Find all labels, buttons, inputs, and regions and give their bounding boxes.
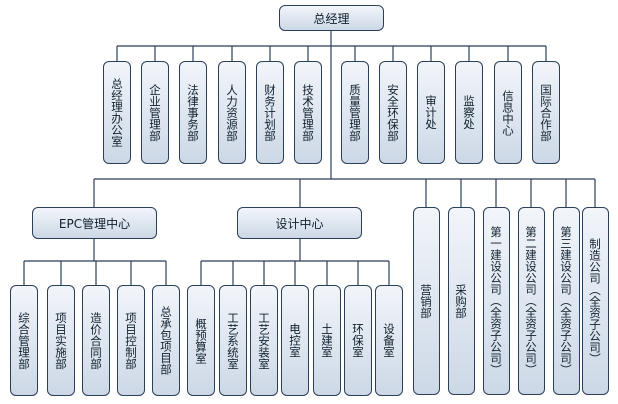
unit-box: 第一建设公司（全资子公司）: [482, 207, 510, 395]
design-sub-department-box: 电控室: [281, 285, 309, 396]
department-box: 质量管理部: [341, 61, 369, 164]
department-box: 财务计划部: [256, 61, 284, 164]
design-sub-department-box: 土建室: [313, 285, 341, 396]
root-node-label: 总经理: [313, 11, 350, 26]
epc-sub-department-box: 造价合同部: [82, 285, 110, 396]
unit-box: 第三建设公司（全资子公司）: [552, 207, 580, 395]
epc-sub-department-box: 综合管理部: [10, 285, 38, 396]
design-sub-department-box-label: 环保室: [351, 323, 365, 358]
design-sub-department-box-label: 设备室: [382, 323, 396, 358]
design-center-label: 设计中心: [275, 216, 324, 231]
design-sub-department-box-label: 概预算室: [194, 317, 208, 364]
unit-box: 第二建设公司（全资子公司）: [517, 207, 545, 395]
department-box-label: 质量管理部: [348, 83, 362, 142]
epc-sub-department-box-label: 综合管理部: [17, 311, 31, 370]
epc-sub-department-box: 总承包项目部: [152, 285, 180, 396]
unit-box-label: 第二建设公司（全资子公司）: [524, 226, 538, 376]
department-box: 审计处: [417, 61, 445, 164]
department-box: 安全环保部: [379, 61, 407, 164]
epc-sub-department-box-label: 总承包项目部: [159, 306, 173, 375]
department-box-label: 企业管理部: [148, 83, 162, 142]
epc-center-label: EPC管理中心: [58, 216, 131, 231]
epc-sub-department-box-label: 造价合同部: [89, 311, 103, 370]
department-box-label: 监察处: [462, 95, 476, 130]
department-box: 监察处: [455, 61, 483, 164]
department-box: 法律事务部: [179, 61, 207, 164]
department-box-label: 法律事务部: [186, 83, 200, 142]
design-sub-department-box: 工艺系统室: [219, 285, 247, 396]
department-box-label: 财务计划部: [263, 83, 277, 142]
design-sub-department-box-label: 工艺系统室: [226, 311, 240, 370]
unit-box-label: 第一建设公司（全资子公司）: [489, 226, 503, 376]
design-sub-department-box: 概预算室: [187, 285, 215, 396]
design-sub-department-box-label: 土建室: [320, 323, 334, 358]
department-box-label: 国际合作部: [539, 83, 553, 142]
department-box: 技术管理部: [294, 61, 322, 164]
unit-box: 采购部: [447, 207, 475, 395]
department-box-label: 审计处: [424, 95, 438, 130]
department-box: 信息中心: [494, 61, 522, 164]
department-box-label: 安全环保部: [386, 83, 400, 142]
department-box-label: 技术管理部: [301, 83, 315, 142]
unit-box-label: 制造公司（全资子公司）: [588, 237, 602, 365]
unit-box-label: 营销部: [419, 283, 433, 319]
design-sub-department-box-label: 工艺安装室: [257, 311, 271, 370]
design-sub-department-box: 设备室: [375, 285, 403, 396]
epc-sub-department-box-label: 项目实施部: [54, 311, 68, 370]
connector-lines: [23, 31, 596, 285]
epc-sub-department-box: 项目控制部: [117, 285, 145, 396]
department-box-label: 总经理办公室: [110, 78, 124, 147]
department-box: 人力资源部: [218, 61, 246, 164]
unit-box-label: 采购部: [454, 283, 468, 319]
unit-box: 制造公司（全资子公司）: [581, 207, 609, 395]
design-sub-department-box: 环保室: [344, 285, 372, 396]
epc-sub-department-box-label: 项目控制部: [124, 311, 138, 370]
design-center-node: 设计中心: [237, 207, 362, 239]
department-box-label: 人力资源部: [225, 83, 239, 142]
department-box-label: 信息中心: [501, 89, 515, 136]
design-sub-department-box: 工艺安装室: [250, 285, 278, 396]
design-sub-department-box-label: 电控室: [288, 323, 302, 358]
unit-box-label: 第三建设公司（全资子公司）: [559, 226, 573, 376]
department-box: 国际合作部: [532, 61, 560, 164]
root-node-general-manager: 总经理: [279, 5, 384, 31]
epc-center-node: EPC管理中心: [32, 207, 157, 239]
unit-box: 营销部: [412, 207, 440, 395]
department-box: 企业管理部: [141, 61, 169, 164]
department-box: 总经理办公室: [103, 61, 131, 164]
epc-sub-department-box: 项目实施部: [47, 285, 75, 396]
